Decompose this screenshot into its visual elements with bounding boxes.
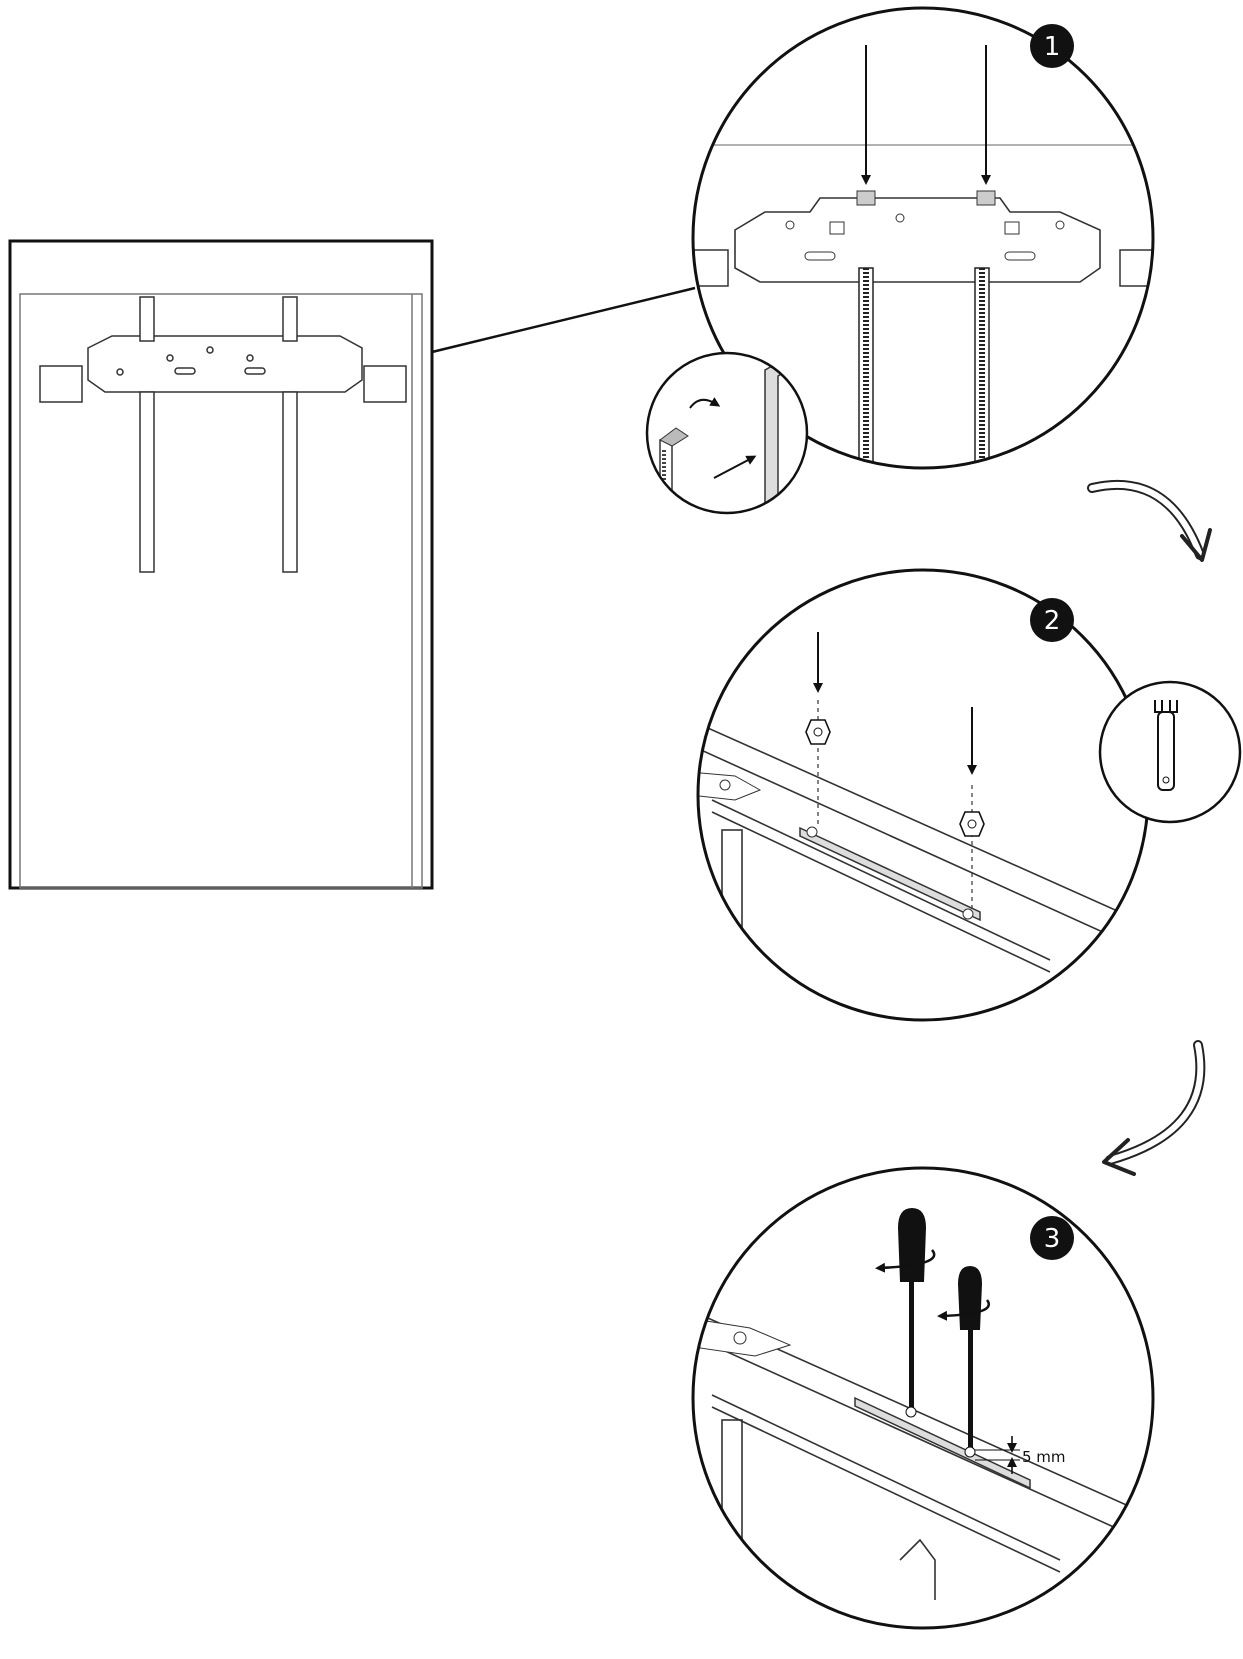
wrench-icon (1154, 700, 1178, 791)
flow-arrow-icon (1087, 479, 1212, 562)
rotate-arrow-icon (875, 1249, 936, 1273)
nut-right (959, 811, 985, 837)
dimension-marker: 5 mm (975, 1436, 1066, 1474)
detail-circle-1 (691, 6, 1155, 470)
flow-arrow-icon (1102, 1040, 1206, 1176)
cabinet-overview (8, 239, 696, 890)
detail-circle-3: 5 mm (691, 1166, 1155, 1630)
detail-circle-2 (696, 568, 1150, 1022)
svg-text:3: 3 (1044, 1224, 1061, 1254)
step-badge-1: 1 (1030, 24, 1074, 68)
nut-left (805, 719, 831, 745)
mounting-rail-overview (39, 296, 407, 573)
rotate-arrow-icon (937, 1299, 990, 1321)
rotate-arrow-icon (689, 397, 721, 409)
detail-leader-line (431, 286, 696, 354)
svg-text:2: 2 (1044, 606, 1061, 636)
wrench-inset (1098, 680, 1242, 824)
step-badge-3: 3 (1030, 1216, 1074, 1260)
step-badge-2: 2 (1030, 598, 1074, 642)
dimension-label: 5 mm (1022, 1448, 1066, 1466)
inset-detail-circle (645, 351, 809, 515)
svg-text:1: 1 (1044, 32, 1061, 62)
